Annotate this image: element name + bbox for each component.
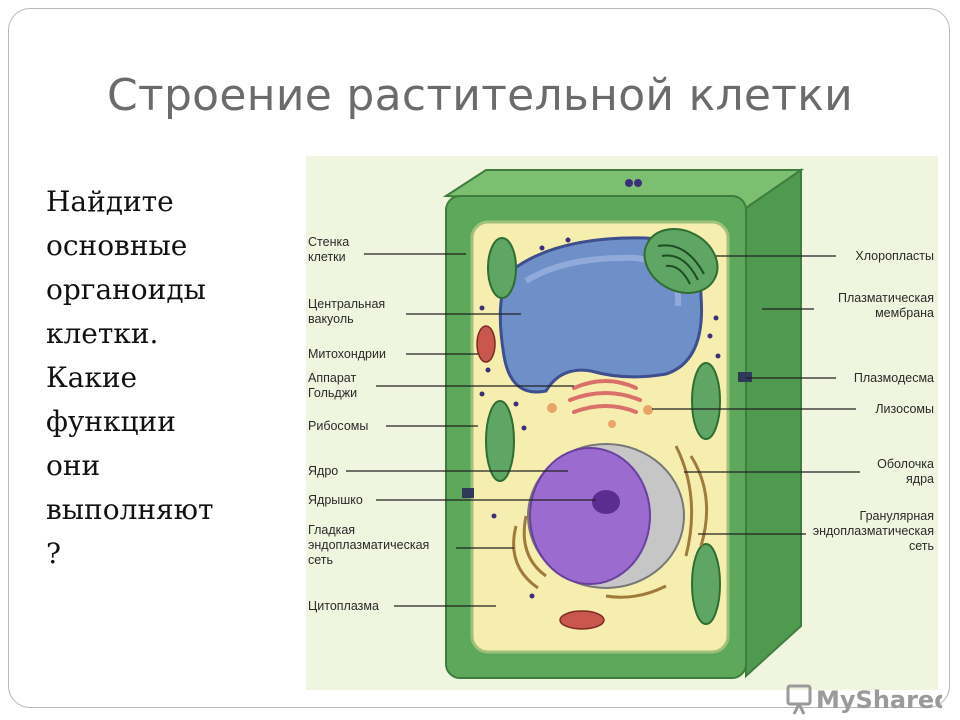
slide-body-text: Найдите основные органоиды клетки. Какие… [46, 180, 296, 576]
body-line: Найдите [46, 185, 174, 218]
body-line: ? [46, 537, 62, 570]
granular-er-icon [605, 445, 709, 599]
label-ribosomes: Рибосомы [308, 419, 368, 433]
label-nucleus: Ядро [308, 464, 338, 478]
lysosome-icon [547, 403, 557, 413]
body-line: основные [46, 229, 188, 262]
nucleus [529, 447, 651, 585]
chloroplast-icon [691, 543, 721, 625]
mitochondrion-icon [476, 325, 496, 363]
label-cytoplasm: Цитоплазма [308, 599, 379, 613]
golgi-apparatus-icon [568, 379, 642, 414]
cell-wall-side [745, 168, 802, 679]
central-vacuole [498, 236, 704, 394]
lysosome-icon [643, 405, 653, 415]
mitochondrion-icon [559, 610, 605, 630]
plasmodesma-icon [738, 372, 752, 382]
body-line: Какие [46, 361, 138, 394]
lysosome-icon [608, 420, 616, 428]
smooth-er-icon [512, 515, 547, 590]
ribosomes [479, 237, 721, 599]
body-line: функции [46, 405, 176, 438]
plasmodesma-icon [462, 488, 474, 498]
body-line: органоиды [46, 273, 206, 306]
body-line: клетки. [46, 317, 159, 350]
chloroplast-icon [691, 362, 721, 440]
plasmodesma-pore [625, 179, 633, 187]
chloroplast-icon [485, 400, 515, 482]
label-plasmodesma: Плазмодесма [854, 371, 934, 385]
label-lysosomes: Лизосомы [875, 402, 934, 416]
label-chloroplasts: Хлоропласты [855, 249, 934, 263]
plasmodesma-pore [634, 179, 642, 187]
body-line: выполняют [46, 493, 214, 526]
watermark-text: MyShared [816, 686, 942, 714]
body-line: они [46, 449, 101, 482]
chloroplast-icon [487, 237, 517, 299]
nucleolus [592, 490, 620, 514]
presentation-board-icon [786, 684, 812, 715]
watermark: MyShared [786, 684, 942, 715]
label-mitochondria: Митохондрии [308, 347, 386, 361]
slide-title: Строение растительной клетки [106, 70, 853, 121]
label-nucleolus: Ядрышко [308, 493, 363, 507]
